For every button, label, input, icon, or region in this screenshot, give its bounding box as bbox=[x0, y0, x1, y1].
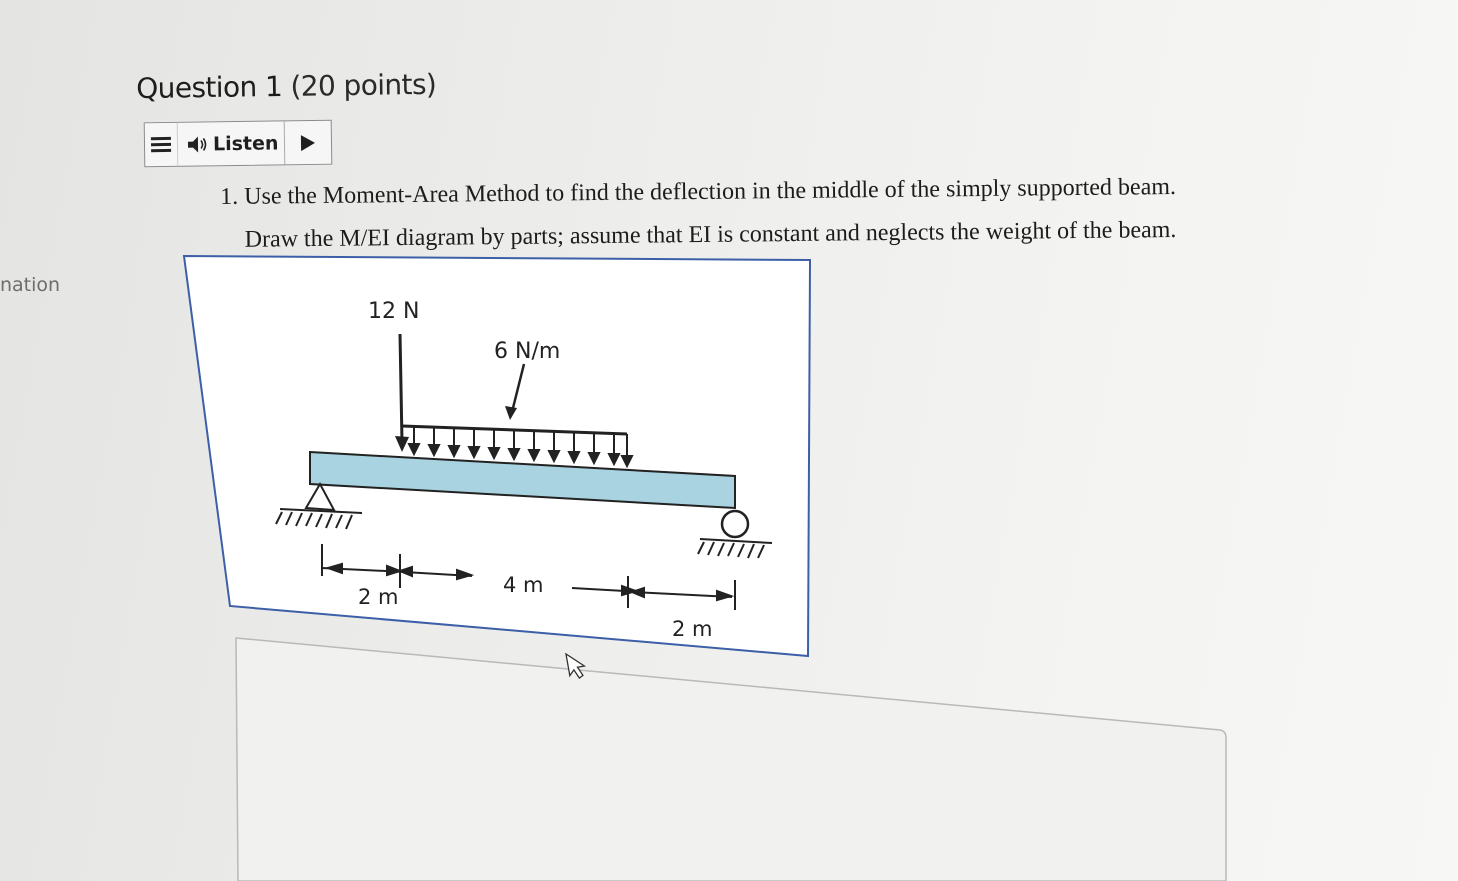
listen-button[interactable]: Listen bbox=[177, 121, 286, 166]
question-title: Question 1 (20 points) bbox=[136, 68, 436, 105]
problem-statement: 1. Use the Moment-Area Method to find th… bbox=[220, 166, 1177, 262]
roller-support-right bbox=[720, 509, 750, 539]
point-load-label: 12 N bbox=[368, 299, 419, 324]
beam-figure: 12 N 6 N/m 2 m 4 m 2 m bbox=[182, 254, 812, 658]
menu-icon[interactable] bbox=[144, 122, 179, 167]
point-load-arrow bbox=[398, 333, 404, 443]
dimension-right-label: 2 m bbox=[672, 617, 713, 641]
speaker-icon bbox=[187, 136, 207, 153]
ground-hatch-left bbox=[275, 511, 353, 530]
distributed-load-arrows bbox=[407, 426, 634, 469]
distributed-load-pointer bbox=[510, 363, 526, 413]
dimension-left-label: 2 m bbox=[358, 585, 399, 609]
readspeaker-toolbar: Listen bbox=[143, 119, 333, 168]
question-points: (20 points) bbox=[290, 67, 437, 103]
sidebar-partial-label[interactable]: nation bbox=[0, 274, 61, 296]
dimension-lines bbox=[321, 544, 736, 610]
distributed-load-label: 6 N/m bbox=[494, 339, 560, 364]
play-button[interactable] bbox=[285, 121, 332, 165]
pin-support-left bbox=[304, 481, 336, 512]
ground-hatch-right bbox=[697, 541, 765, 559]
beam bbox=[309, 450, 736, 510]
play-icon bbox=[300, 134, 315, 151]
dimension-middle-label: 4 m bbox=[503, 573, 544, 597]
listen-label: Listen bbox=[212, 131, 279, 155]
question-number: Question 1 bbox=[136, 69, 283, 105]
